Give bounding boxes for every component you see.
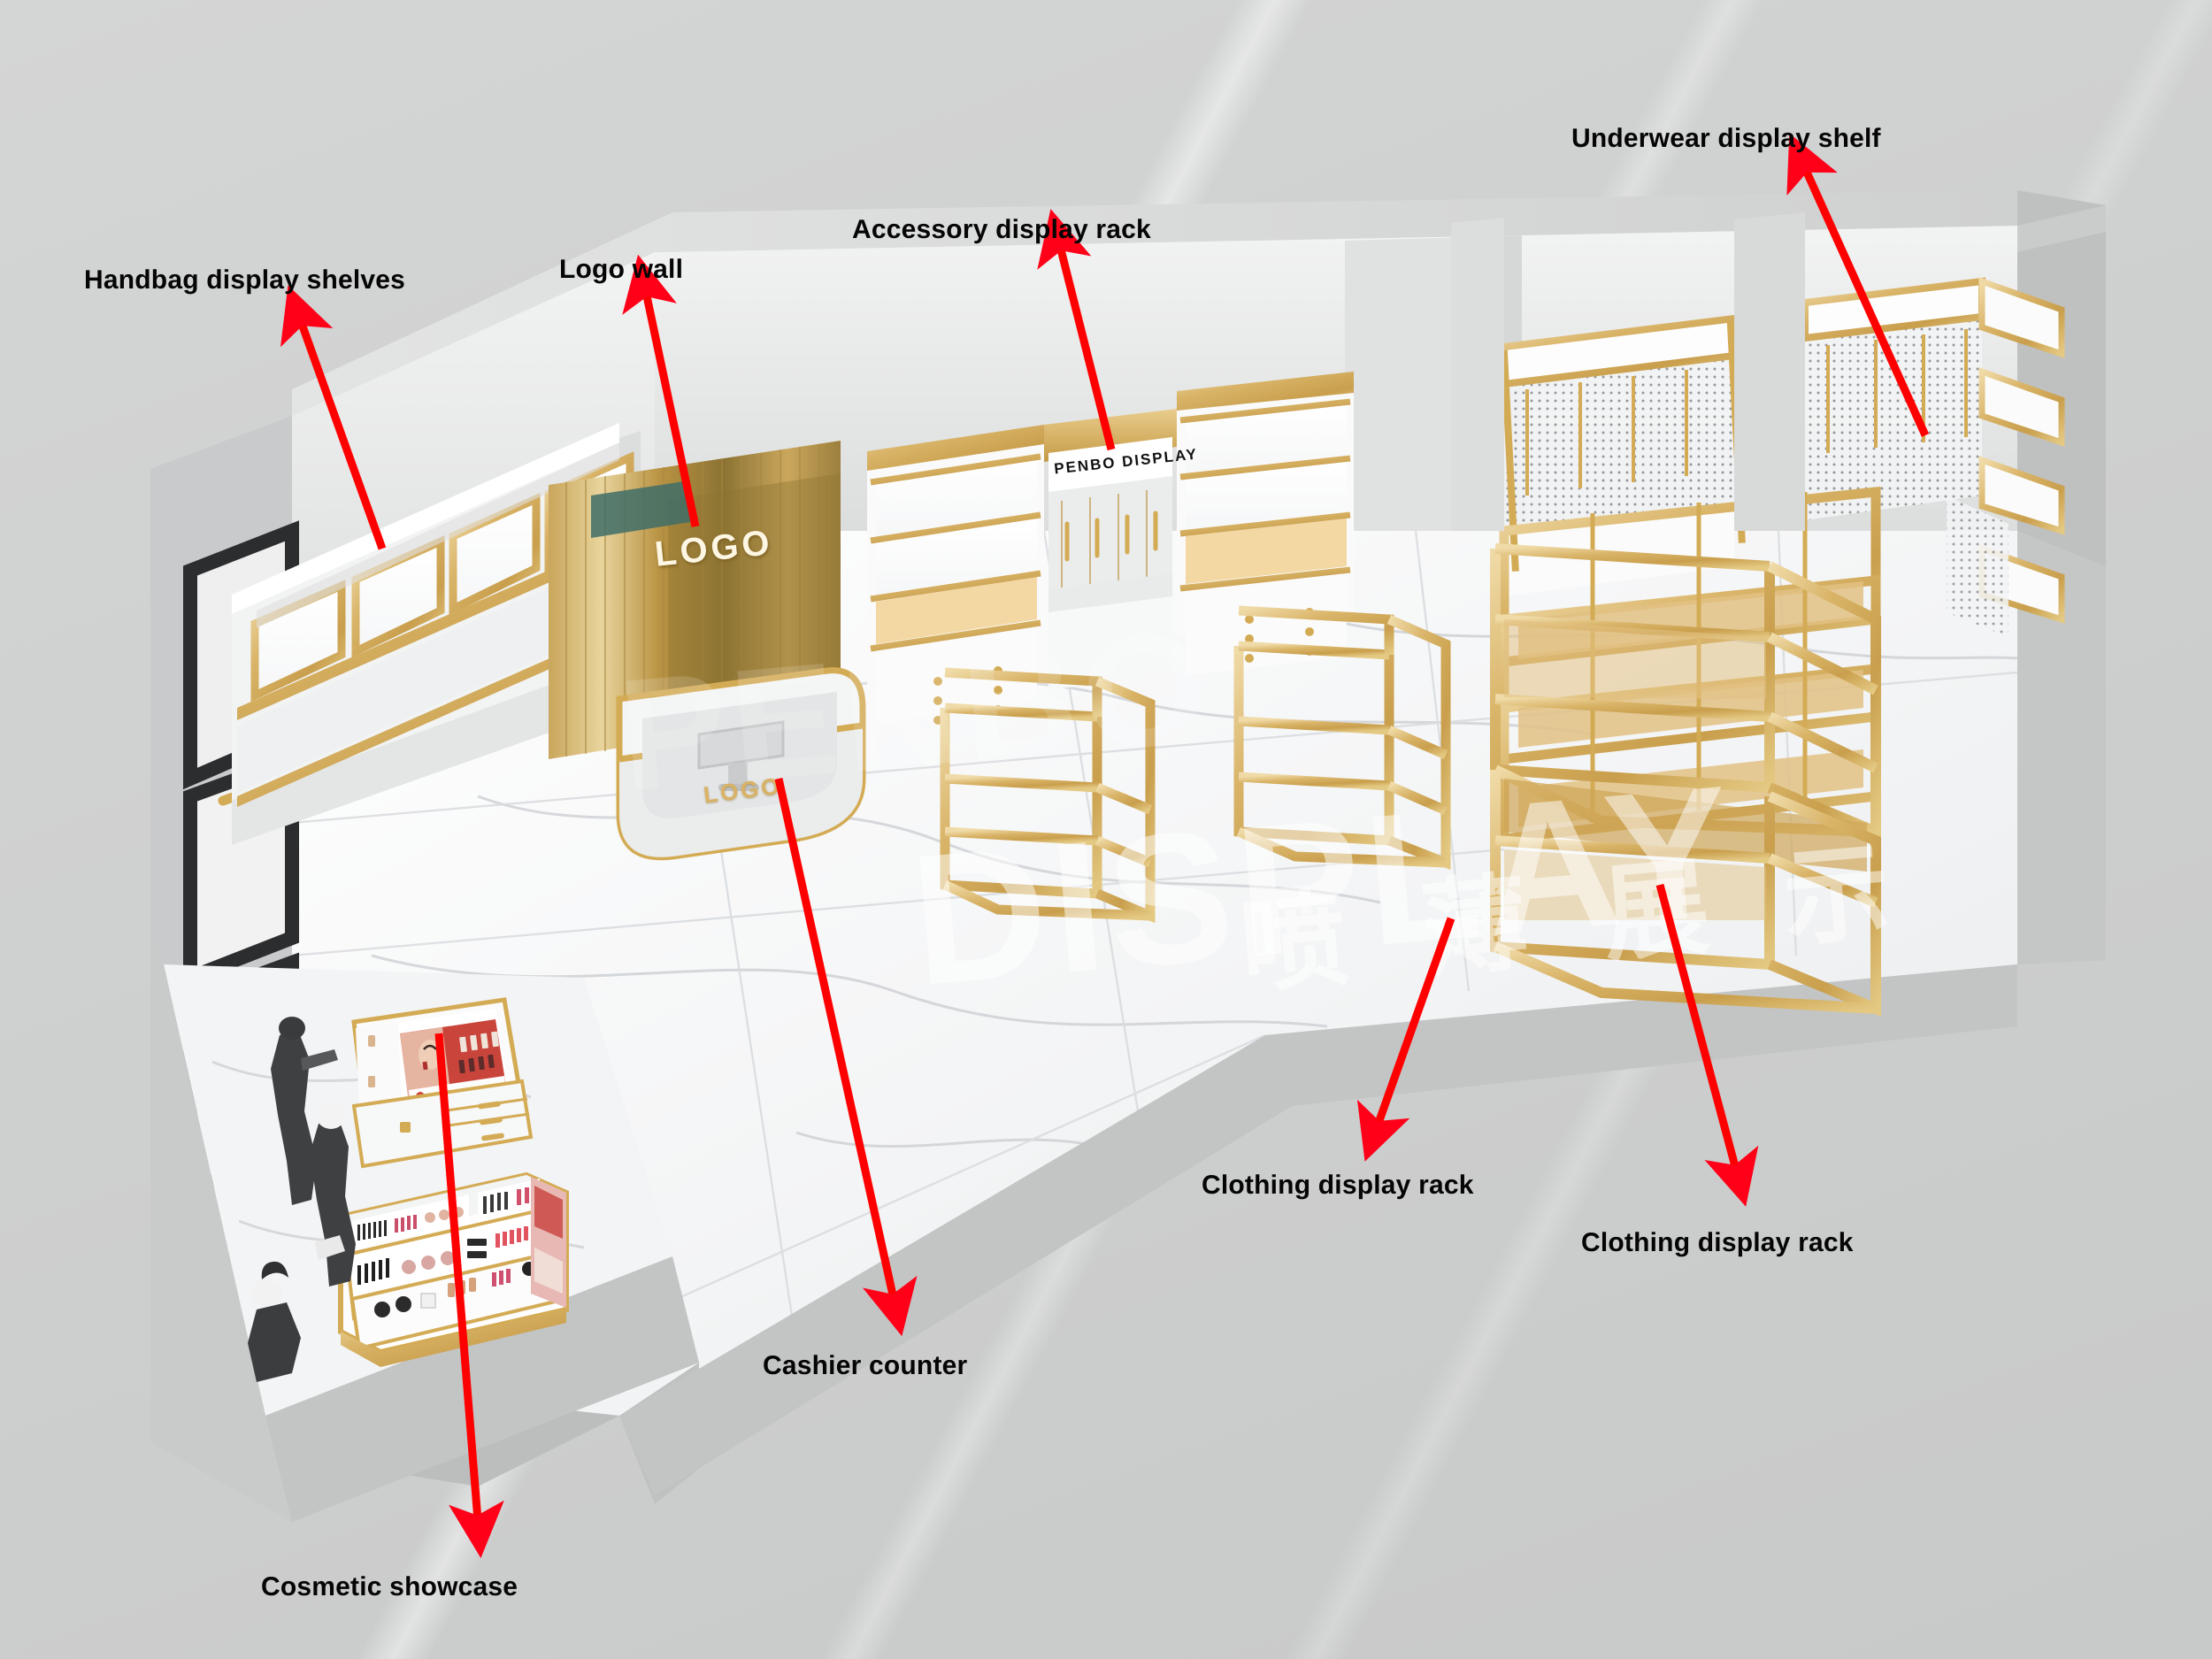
label-accessory-display-rack: Accessory display rack	[852, 215, 1151, 244]
label-clothing-display-rack-2: Clothing display rack	[1581, 1228, 1854, 1257]
arrow-handbag	[280, 285, 387, 550]
label-logo-wall: Logo wall	[559, 255, 684, 284]
label-underwear-display-shelf: Underwear display shelf	[1571, 124, 1881, 153]
label-cosmetic-showcase: Cosmetic showcase	[261, 1572, 518, 1601]
label-clothing-display-rack-1: Clothing display rack	[1202, 1171, 1474, 1200]
arrow-cashier	[774, 778, 918, 1337]
label-handbag-display-shelves: Handbag display shelves	[84, 265, 406, 295]
arrow-clothing-1	[1356, 917, 1455, 1162]
label-cashier-counter: Cashier counter	[763, 1351, 968, 1380]
arrow-accessory	[1037, 209, 1116, 451]
arrow-logo-wall	[622, 254, 700, 527]
arrow-underwear	[1786, 133, 1930, 437]
arrow-clothing-2	[1655, 883, 1759, 1207]
arrow-cosmetic	[434, 1033, 504, 1559]
